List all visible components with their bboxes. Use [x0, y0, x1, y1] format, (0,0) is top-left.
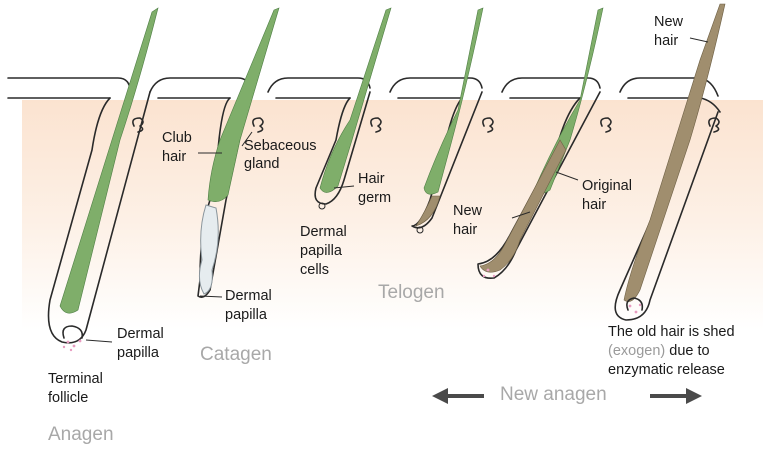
- phase-new-anagen: New anagen: [500, 384, 607, 405]
- label-dermal-papilla-anagen: Dermal papilla: [117, 326, 168, 361]
- label-exogen-shed: The old hair is shed (exogen) due to enz…: [608, 324, 739, 378]
- label-new-hair-top: New hair: [654, 14, 687, 49]
- label-terminal-follicle: Terminal follicle: [48, 371, 107, 406]
- phase-anagen: Anagen: [48, 424, 114, 445]
- phase-telogen: Telogen: [378, 282, 445, 303]
- right-arrow-icon: [650, 388, 702, 404]
- phase-catagen: Catagen: [200, 344, 272, 365]
- left-arrow-icon: [432, 388, 484, 404]
